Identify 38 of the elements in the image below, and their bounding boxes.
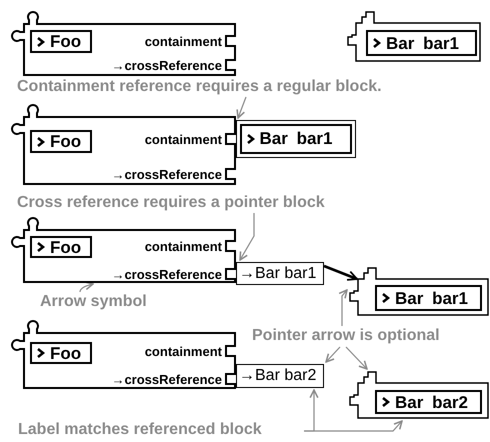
block-name: Bar bar1 bbox=[386, 34, 459, 52]
slot-name: →crossReference bbox=[111, 168, 222, 182]
pointer-arrow bbox=[323, 264, 358, 281]
pointer-block: →Bar bar1 bbox=[236, 262, 324, 285]
leader-arrow bbox=[338, 289, 348, 326]
leader-arrow bbox=[346, 346, 368, 370]
slot-name: containment bbox=[144, 133, 222, 147]
leader-arrow bbox=[236, 96, 247, 119]
block-label-box bbox=[30, 30, 92, 53]
annotation-text: Cross reference requires a pointer block bbox=[17, 193, 326, 213]
block-name: Bar bar1 bbox=[395, 290, 468, 306]
block-label-box bbox=[375, 285, 482, 311]
block-label-box bbox=[375, 390, 482, 414]
block-name: Foo bbox=[50, 344, 82, 362]
block-name: Foo bbox=[50, 33, 82, 50]
slot-name: →crossReference bbox=[111, 268, 222, 282]
leader-arrow bbox=[79, 281, 94, 292]
annotation-text: Label matches referenced block bbox=[18, 420, 263, 440]
leader-arrow bbox=[304, 420, 403, 432]
block-name: Bar bar2 bbox=[395, 394, 468, 410]
slot-name: →crossReference bbox=[111, 59, 222, 73]
annotation-text: Containment reference requires a regular block. bbox=[17, 77, 383, 97]
block-label-box bbox=[30, 236, 92, 258]
block-name: Foo bbox=[50, 133, 82, 150]
leader-arrow bbox=[239, 213, 255, 261]
slot-name: containment bbox=[144, 240, 222, 254]
annotation-text: Pointer arrow is optional bbox=[252, 326, 441, 346]
block-name: Bar bar1 bbox=[260, 130, 332, 147]
slot-name: →crossReference bbox=[111, 373, 222, 387]
block-label-box bbox=[30, 342, 92, 364]
leader-arrow bbox=[325, 346, 340, 363]
slot-name: containment bbox=[144, 345, 222, 359]
annotation-text: Arrow symbol bbox=[40, 292, 148, 312]
slot-name: containment bbox=[144, 35, 222, 49]
block-label-box bbox=[30, 130, 92, 153]
block-label-box bbox=[366, 30, 477, 56]
pointer-block: →Bar bar2 bbox=[236, 364, 324, 388]
block-name: Foo bbox=[50, 238, 82, 256]
